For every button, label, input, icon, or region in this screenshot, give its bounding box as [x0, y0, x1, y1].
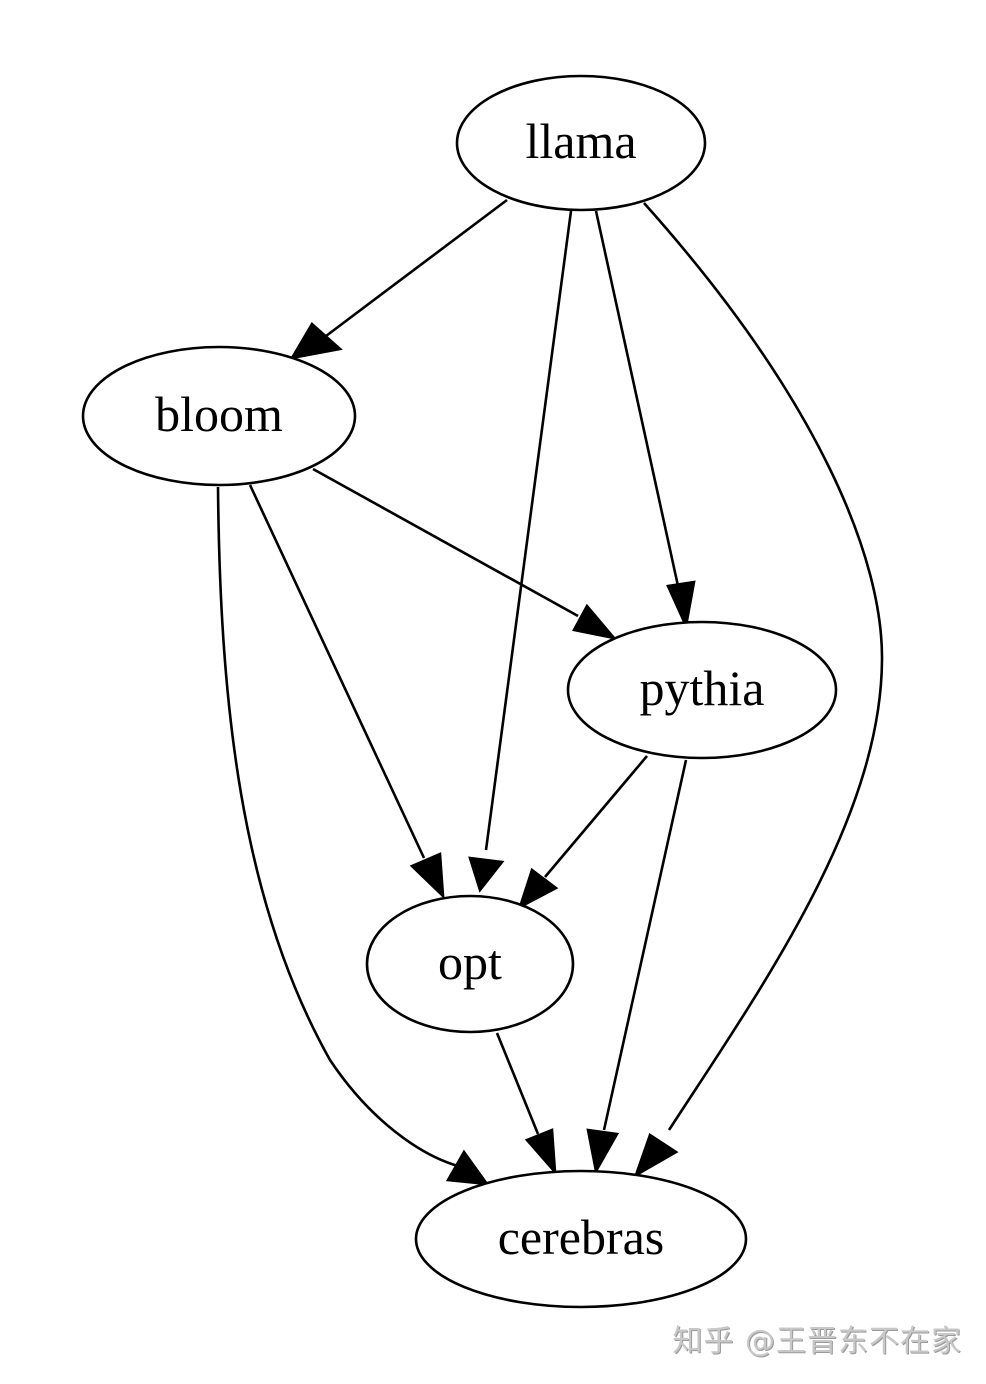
edges-layer — [216, 198, 884, 1186]
node-ellipse — [81, 345, 357, 487]
edge-opt-to-cerebras — [495, 1032, 557, 1176]
edge-line — [484, 210, 573, 851]
edge-line — [602, 759, 688, 1131]
edge-bloom-to-cerebras — [216, 486, 490, 1186]
edge-line — [325, 198, 508, 338]
node-ellipse — [455, 74, 707, 212]
arrowhead-icon — [409, 852, 445, 900]
arrowhead-icon — [666, 580, 696, 631]
node-label: bloom — [155, 386, 283, 442]
edge-llama-to-cerebras — [633, 202, 884, 1178]
edge-llama-to-opt — [468, 210, 573, 893]
edge-pythia-to-cerebras — [586, 759, 688, 1175]
node-ellipse — [365, 894, 575, 1034]
node-label: llama — [525, 113, 636, 169]
edge-llama-to-bloom — [289, 198, 508, 360]
watermark: 知乎 @王晋东不在家 — [672, 1324, 962, 1359]
edge-line — [248, 484, 426, 859]
edge-line — [544, 755, 648, 878]
node-bloom: bloom — [81, 345, 357, 487]
edge-line — [312, 467, 579, 618]
node-llama: llama — [455, 74, 707, 212]
arrowhead-icon — [586, 1128, 620, 1175]
edge-line — [495, 1032, 540, 1135]
node-pythia: pythia — [566, 620, 838, 760]
arrowhead-icon — [633, 1133, 679, 1178]
node-label: pythia — [640, 660, 765, 716]
edge-bloom-to-pythia — [312, 467, 618, 641]
arrowhead-icon — [524, 1128, 557, 1176]
arrowhead-icon — [468, 856, 505, 893]
arrowhead-icon — [517, 867, 559, 910]
nodes-layer: llama bloom pythia opt cerebras — [81, 74, 838, 1309]
edge-line — [216, 486, 459, 1168]
edge-pythia-to-opt — [517, 755, 648, 910]
arrowhead-icon — [289, 321, 343, 360]
edge-bloom-to-opt — [248, 484, 445, 900]
edge-line — [643, 202, 884, 1131]
node-cerebras: cerebras — [414, 1169, 748, 1309]
node-label: opt — [438, 934, 502, 990]
arrowhead-icon — [445, 1149, 490, 1186]
edge-llama-to-pythia — [594, 210, 696, 631]
arrowhead-icon — [572, 603, 618, 641]
edge-line — [594, 210, 680, 587]
node-ellipse — [414, 1169, 748, 1309]
node-label: cerebras — [498, 1209, 665, 1265]
node-opt: opt — [365, 894, 575, 1034]
node-ellipse — [566, 620, 838, 760]
